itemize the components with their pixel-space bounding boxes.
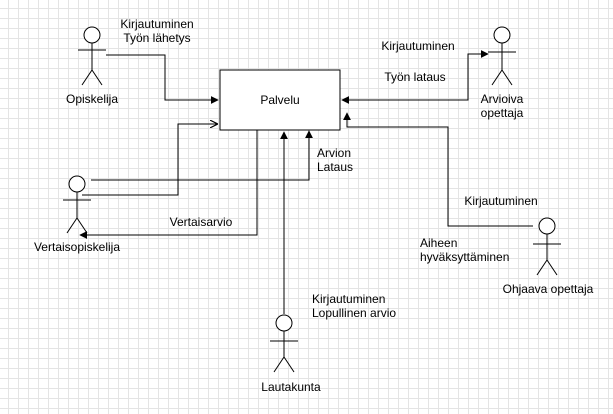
edge-label-supervisor-login: Kirjautuminen bbox=[464, 194, 537, 208]
edge-peer-upload bbox=[91, 130, 313, 181]
edge-student-to-service bbox=[106, 54, 219, 104]
actor-student[interactable]: Opiskelija bbox=[66, 26, 118, 106]
actor-student-label: Opiskelija bbox=[66, 92, 118, 106]
edge-service-assessing bbox=[341, 50, 489, 104]
service-box[interactable]: Palvelu bbox=[219, 69, 341, 131]
actor-supervising-teacher[interactable]: Ohjaava opettaja bbox=[503, 217, 594, 296]
actor-supervising-teacher-label: Ohjaava opettaja bbox=[503, 282, 594, 296]
actor-peer-student[interactable]: Vertaisopiskelija bbox=[34, 175, 120, 254]
edge-peer-to-service-box bbox=[82, 124, 217, 196]
edge-peer-review bbox=[79, 130, 258, 239]
actor-committee-label: Lautakunta bbox=[261, 380, 321, 394]
actor-committee[interactable]: Lautakunta bbox=[261, 314, 321, 394]
actor-peer-student-label: Vertaisopiskelija bbox=[34, 240, 120, 254]
edge-label-assessing-upload: Työn lataus bbox=[384, 70, 445, 84]
edge-label-assessing-login: Kirjautuminen bbox=[381, 39, 454, 53]
service-label: Palvelu bbox=[260, 93, 299, 107]
edge-supervisor-to-service bbox=[343, 112, 533, 227]
edge-label-peer-review: Vertaisarvio bbox=[170, 215, 233, 229]
